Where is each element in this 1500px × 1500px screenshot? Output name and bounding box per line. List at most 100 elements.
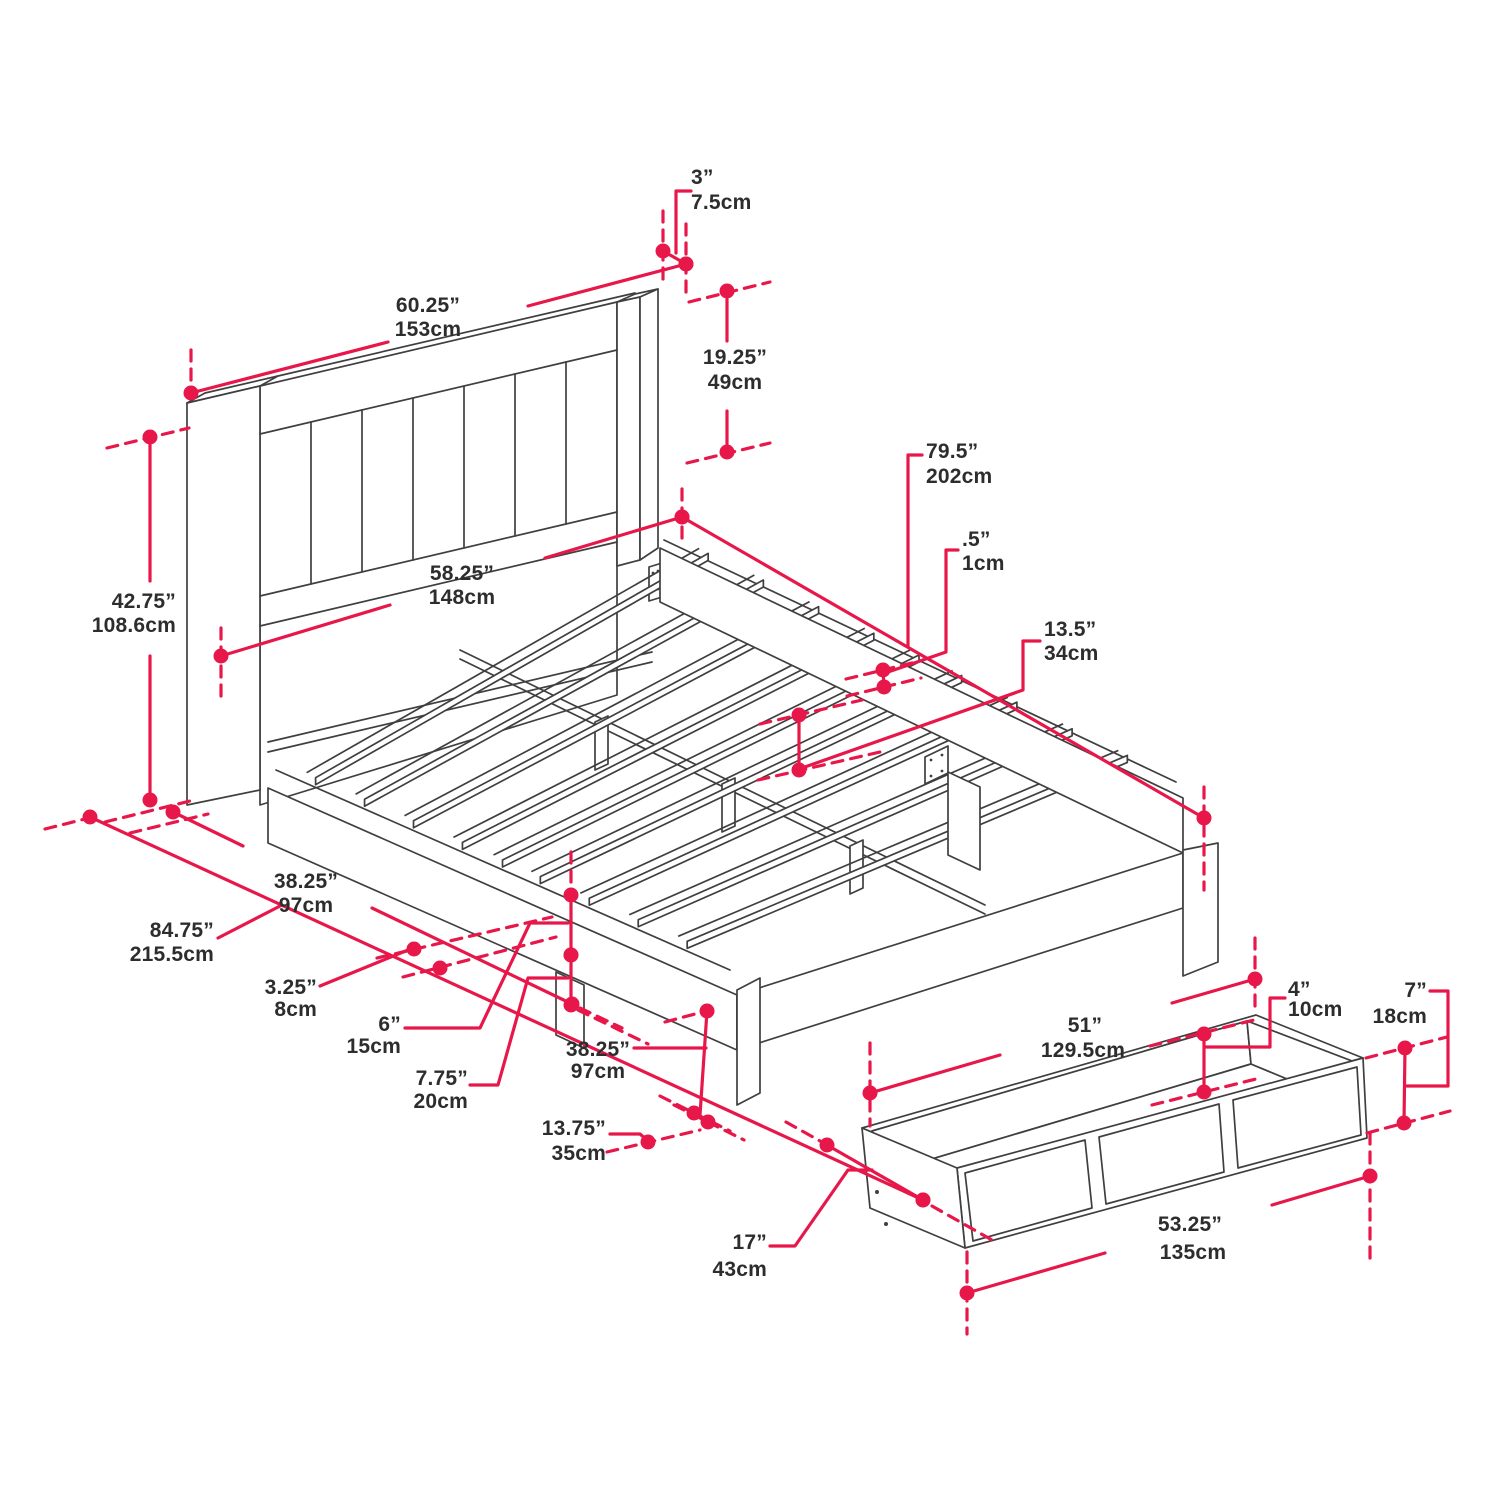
- dim-drawer-inner-width-in: 51”: [1068, 1014, 1102, 1037]
- dim-headboard-height-cm: 108.6cm: [92, 614, 176, 637]
- dimension-line: [468, 976, 570, 1087]
- bed-slat: [539, 674, 963, 885]
- dimension-line: [88, 815, 925, 1202]
- dim-slat-thickness: [844, 548, 960, 698]
- dim-slat-thickness-cm: 1cm: [962, 552, 1005, 575]
- dimension-endpoint-dot: [915, 1192, 931, 1208]
- dim-headboard-height-in: 42.75”: [112, 590, 176, 613]
- dimension-endpoint-dot: [1196, 1084, 1212, 1100]
- dimension-endpoint-dot: [1196, 1026, 1212, 1042]
- bed-slat-edge: [306, 547, 700, 774]
- dimension-line: [403, 921, 570, 1030]
- extension-line: [758, 698, 864, 726]
- dimension-endpoint-dot: [819, 1137, 835, 1153]
- dim-drawer-depth-cm: 43cm: [712, 1258, 767, 1281]
- extension-line: [375, 915, 554, 960]
- bed-frame-illustration: [186, 288, 1368, 1249]
- dimension-endpoint-dot: [563, 947, 579, 963]
- dim-leg-height: [468, 947, 650, 1087]
- dimension-endpoint-dot: [563, 997, 579, 1013]
- dimension-endpoint-dot: [875, 662, 891, 678]
- bed-frame: [267, 539, 1219, 1106]
- dimension-endpoint-dot: [719, 283, 735, 299]
- dimension-line: [1405, 989, 1450, 1088]
- dimension-line: [171, 810, 245, 848]
- dim-drawer-width-in: 53.25”: [1158, 1213, 1222, 1236]
- dim-drawer-height-in: 7”: [1404, 979, 1427, 1002]
- headboard-right-post: [616, 296, 641, 567]
- dimension-line: [1204, 996, 1287, 1049]
- dimension-line: [965, 1251, 1107, 1295]
- dim-headboard-panel-height: [685, 280, 772, 465]
- dimension-endpoint-dot: [700, 1114, 716, 1130]
- extension-line: [103, 799, 192, 824]
- dimension-endpoint-dot: [959, 1285, 975, 1301]
- dimension-endpoint-dot: [406, 941, 422, 957]
- dim-headboard-width-in: 60.25”: [396, 294, 460, 317]
- extension-line: [663, 1012, 697, 1024]
- dim-bed-length-in: 79.5”: [926, 440, 978, 463]
- dim-leg-height-in: 7.75”: [416, 1067, 468, 1090]
- dimension-endpoint-dot: [640, 1134, 656, 1150]
- dim-inner-width-in: 58.25”: [430, 562, 494, 585]
- dim-bed-length: [674, 453, 1212, 892]
- dimension-endpoint-dot: [432, 960, 448, 976]
- extension-line: [576, 1008, 650, 1046]
- dim-head-to-mid-leg-in: 38.25”: [274, 870, 338, 893]
- dim-leg-height-cm: 20cm: [413, 1090, 468, 1113]
- headboard: [186, 288, 663, 806]
- dim-slat-thickness-in: .5”: [962, 528, 991, 551]
- mid-right-leg: [947, 771, 981, 871]
- dim-foot-leg-offset-in: 13.75”: [542, 1117, 606, 1140]
- dim-drawer-width: [959, 1131, 1378, 1336]
- dim-headboard-thickness-in: 3”: [691, 166, 714, 189]
- left-ledge: [275, 769, 731, 971]
- dimension-endpoint-dot: [686, 1105, 702, 1121]
- dimension-line: [370, 906, 574, 1006]
- storage-drawer: [861, 1014, 1368, 1249]
- dimension-endpoint-dot: [142, 792, 158, 808]
- dim-rail-height-in: 6”: [378, 1013, 401, 1036]
- bed-slat: [363, 579, 765, 808]
- dim-leg-depth: [318, 915, 558, 988]
- extension-line: [578, 1006, 624, 1030]
- center-rail: [459, 649, 986, 906]
- dim-leg-depth-cm: 8cm: [274, 998, 317, 1021]
- dimension-endpoint-dot: [655, 243, 671, 259]
- dim-headboard-thickness: [655, 189, 694, 302]
- dimension-line: [318, 948, 410, 988]
- dimension-endpoint-dot: [213, 648, 229, 664]
- dim-overall-length-cm: 215.5cm: [130, 943, 214, 966]
- dimension-annotations: [43, 189, 1452, 1336]
- dim-mid-to-foot-leg-cm: 97cm: [571, 1060, 626, 1083]
- dim-drawer-height: [1364, 989, 1452, 1135]
- dim-bed-length-cm: 202cm: [926, 465, 992, 488]
- dimension-line: [189, 340, 390, 395]
- bed-slat: [637, 727, 1073, 928]
- dimension-endpoint-dot: [876, 679, 892, 695]
- extension-line: [756, 750, 882, 782]
- dimension-endpoint-dot: [719, 444, 735, 460]
- dim-underbed-clearance-in: 13.5”: [1044, 618, 1096, 641]
- dimension-line: [800, 639, 1042, 770]
- foot-left-leg: [736, 977, 761, 1106]
- extension-line: [128, 812, 210, 835]
- bed-slat: [412, 605, 820, 829]
- dimension-endpoint-dot: [1247, 971, 1263, 987]
- dim-mid-to-foot-leg: [632, 1003, 746, 1142]
- dimension-endpoint-dot: [699, 1003, 715, 1019]
- dim-underbed-clearance-cm: 34cm: [1044, 642, 1099, 665]
- bed-slat: [314, 552, 710, 786]
- dimension-line: [886, 548, 960, 674]
- extension-line: [784, 1120, 822, 1143]
- dimension-endpoint-dot: [142, 429, 158, 445]
- dim-headboard-panel-height-in: 19.25”: [703, 346, 767, 369]
- drawer-front-panel: [1098, 1103, 1225, 1205]
- dim-headboard-panel-height-cm: 49cm: [708, 371, 763, 394]
- dimension-line: [768, 1168, 874, 1248]
- dim-foot-leg-offset-cm: 35cm: [551, 1142, 606, 1165]
- dimension-line: [1270, 1174, 1372, 1207]
- dimension-endpoint-dot: [678, 256, 694, 272]
- dim-underbed-clearance: [756, 639, 1042, 782]
